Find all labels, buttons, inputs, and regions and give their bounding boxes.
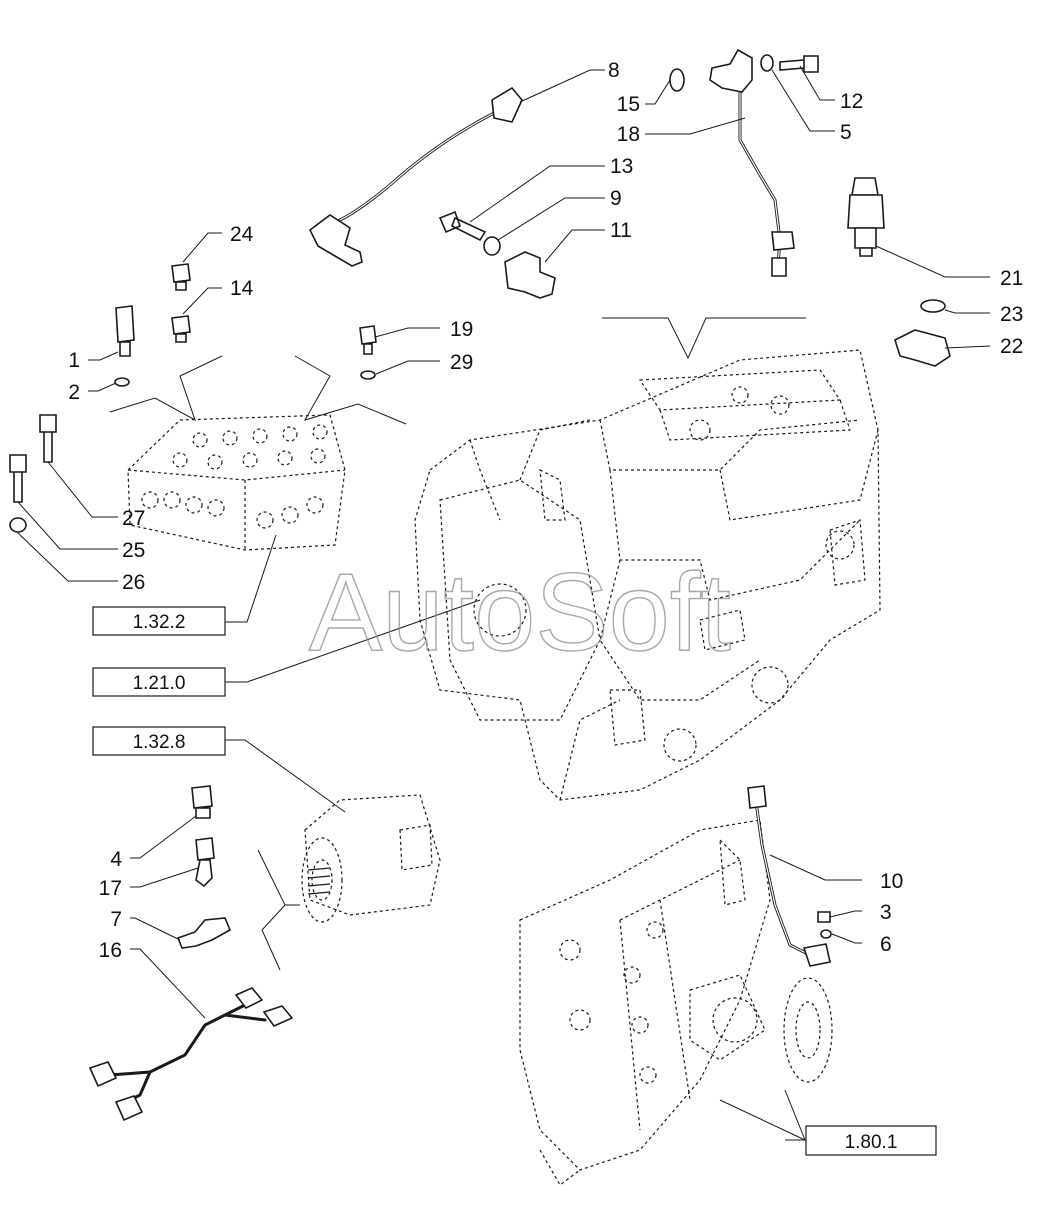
part-8-sensor-cable <box>308 86 523 267</box>
part-27-bolt <box>39 414 57 463</box>
reference-label: 1.32.2 <box>133 612 186 633</box>
reference-box-1-21-0[interactable]: 1.21.0 <box>92 667 226 697</box>
part-23-o-ring <box>920 299 946 313</box>
callout-11[interactable]: 11 <box>610 219 632 242</box>
pump-bracket <box>257 849 300 971</box>
callout-4[interactable]: 4 <box>110 848 122 871</box>
callout-10[interactable]: 10 <box>880 870 903 893</box>
callout-labels: 8 15 18 12 5 13 9 11 24 14 21 23 22 19 2… <box>68 59 1023 962</box>
part-3-bolt <box>817 911 831 923</box>
part-26-washer <box>9 517 27 533</box>
callout-27[interactable]: 27 <box>122 507 145 530</box>
callout-8[interactable]: 8 <box>608 59 620 82</box>
reference-label: 1.80.1 <box>845 1132 898 1153</box>
callout-14[interactable]: 14 <box>230 277 254 300</box>
callout-6[interactable]: 6 <box>880 933 892 956</box>
watermark: AutoSoft <box>309 551 731 674</box>
part-15-o-ring <box>669 68 685 92</box>
callout-26[interactable]: 26 <box>122 571 145 594</box>
part-14-plug <box>171 315 191 343</box>
part-24-plug <box>171 263 191 291</box>
part-4-fitting <box>191 785 213 819</box>
part-9-washer <box>483 236 501 256</box>
callout-17[interactable]: 17 <box>99 877 122 900</box>
valve-block <box>127 414 346 551</box>
callout-16[interactable]: 16 <box>99 939 122 962</box>
reference-box-1-80-1[interactable]: 1.80.1 <box>805 1125 937 1156</box>
callout-23[interactable]: 23 <box>1000 303 1023 326</box>
part-18-sensor-cable <box>709 48 795 277</box>
part-25-bolt <box>9 454 27 503</box>
callout-24[interactable]: 24 <box>230 223 254 246</box>
part-13-bolt <box>438 210 487 242</box>
callout-18[interactable]: 18 <box>617 123 640 146</box>
callout-13[interactable]: 13 <box>610 155 633 178</box>
callout-19[interactable]: 19 <box>450 318 473 341</box>
part-2-washer <box>114 377 130 387</box>
valve-block-bracket <box>109 355 407 425</box>
reference-box-1-32-2[interactable]: 1.32.2 <box>92 606 226 636</box>
leader-lines <box>17 65 991 1141</box>
callout-15[interactable]: 15 <box>617 93 640 116</box>
callout-22[interactable]: 22 <box>1000 335 1023 358</box>
reference-label: 1.21.0 <box>133 673 186 694</box>
part-22-clip <box>894 329 951 367</box>
reference-box-1-32-8[interactable]: 1.32.8 <box>92 726 226 756</box>
transmission-housing <box>414 349 881 801</box>
callout-12[interactable]: 12 <box>840 90 863 113</box>
part-1-switch <box>115 305 135 357</box>
part-12-bolt <box>779 55 819 73</box>
part-21-pressure-switch <box>847 177 885 257</box>
part-10-sensor-cable <box>747 785 831 967</box>
reference-label: 1.32.8 <box>133 732 186 753</box>
rear-housing <box>519 819 833 1186</box>
callout-9[interactable]: 9 <box>610 187 622 210</box>
part-17-switch <box>195 837 215 888</box>
pump-assembly <box>301 794 441 923</box>
callout-1[interactable]: 1 <box>68 349 80 372</box>
callout-29[interactable]: 29 <box>450 351 473 374</box>
callout-2[interactable]: 2 <box>68 381 80 404</box>
part-29-o-ring <box>360 370 376 380</box>
part-6-washer <box>820 929 832 939</box>
callout-21[interactable]: 21 <box>1000 267 1023 290</box>
callout-3[interactable]: 3 <box>880 901 892 924</box>
housing-bracket <box>602 317 806 360</box>
part-19-switch <box>359 325 377 355</box>
part-7-sensor <box>176 917 232 949</box>
callout-7[interactable]: 7 <box>110 908 122 931</box>
callout-25[interactable]: 25 <box>122 539 145 562</box>
callout-5[interactable]: 5 <box>840 121 852 144</box>
part-16-harness <box>88 987 294 1122</box>
part-11-sensor-body <box>504 251 556 299</box>
part-5-washer <box>760 54 774 72</box>
